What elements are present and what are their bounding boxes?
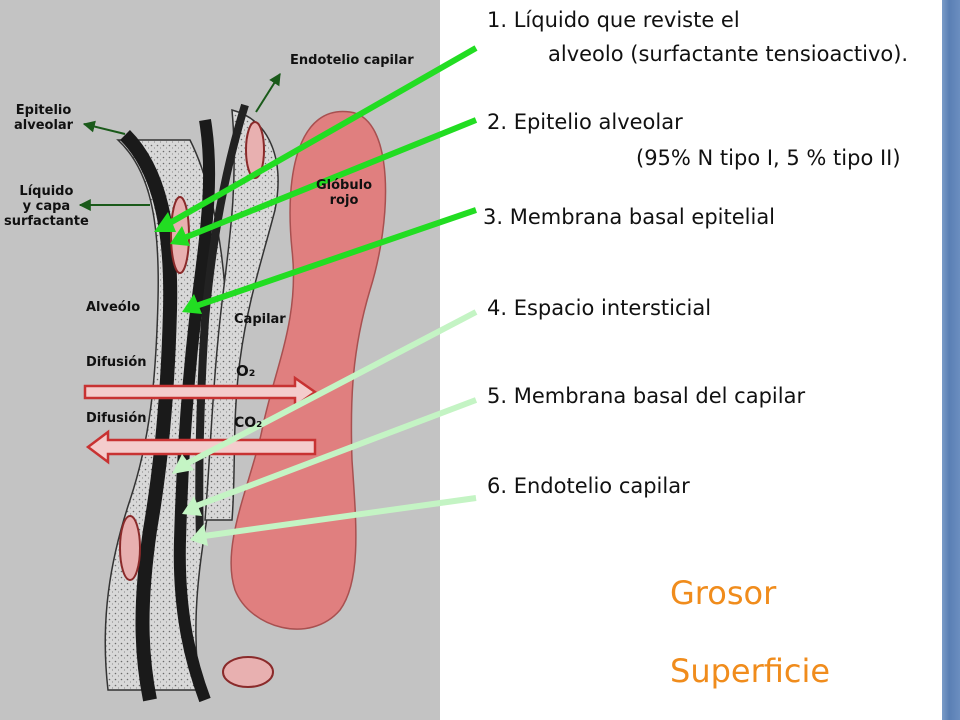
label-difusion-o2: Difusión — [86, 355, 147, 370]
label-endotelio-capilar: Endotelio capilar — [290, 53, 414, 68]
item-4: 4. Espacio intersticial — [487, 296, 712, 320]
red-blood-cell — [230, 110, 387, 630]
endotelio-label-arrow — [255, 72, 281, 113]
item-1-line1: 1. Líquido que reviste el — [487, 8, 740, 32]
label-capilar: Capilar — [234, 312, 286, 327]
label-o2: O₂ — [236, 362, 256, 380]
item-3: 3. Membrana basal epitelial — [483, 205, 776, 229]
label-liquido-surfactante: Líquido y capa surfactante — [4, 184, 89, 229]
bright-arrows — [154, 45, 478, 314]
item-6: 6. Endotelio capilar — [487, 474, 690, 498]
item-2-line1: 2. Epitelio alveolar — [487, 110, 683, 134]
epithelium-strand — [119, 130, 178, 702]
label-globulo-rojo: Glóbulo rojo — [316, 178, 373, 208]
label-alveolo: Alveólo — [86, 300, 141, 315]
item-5: 5. Membrana basal del capilar — [487, 384, 806, 408]
grosor-text: Grosor — [670, 574, 777, 612]
basement-strand — [173, 119, 216, 703]
slide-edge-strip — [942, 0, 960, 720]
pale-arrows — [172, 309, 478, 546]
label-co2: CO₂ — [234, 415, 263, 431]
nucleus-4 — [222, 656, 274, 688]
epitelio-label-arrow — [82, 120, 126, 135]
label-difusion-co2: Difusión — [86, 411, 147, 426]
co2-diffusion-arrow — [85, 429, 317, 465]
item-1-line2: alveolo (surfactante tensioactivo). — [548, 42, 909, 66]
nucleus-3 — [119, 515, 141, 581]
nucleus-2 — [245, 121, 265, 179]
item-2-line2: (95% N tipo I, 5 % tipo II) — [636, 146, 901, 170]
label-epitelio-alveolar: Epitelio alveolar — [14, 103, 74, 133]
endothelium-strand — [195, 103, 249, 541]
capillary-tissue — [204, 109, 279, 521]
superficie-text: Superficie — [670, 652, 831, 690]
